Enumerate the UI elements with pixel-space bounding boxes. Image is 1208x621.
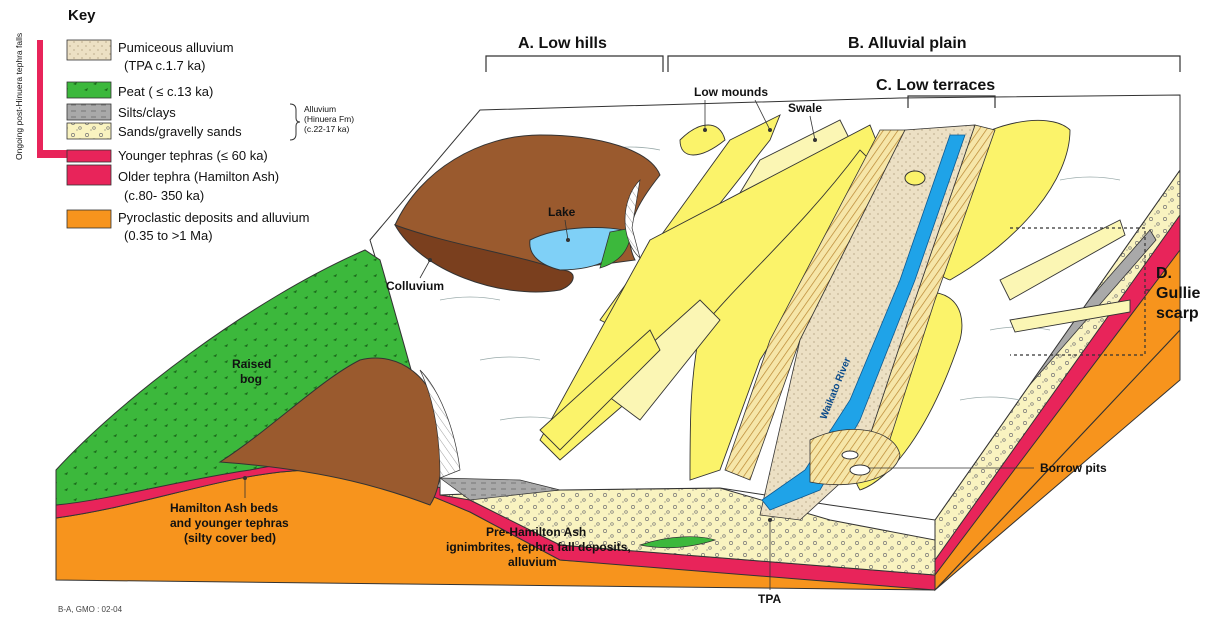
label-hamilton-ash-1: Hamilton Ash beds xyxy=(170,501,279,515)
label-pre-hamilton-3: alluvium xyxy=(508,555,557,569)
key-item-pumiceous-sub: (TPA c.1.7 ka) xyxy=(124,58,205,73)
key-swatch-sands xyxy=(67,123,111,139)
section-low-hills: A. Low hills xyxy=(518,35,607,52)
label-raised-bog-1: Raised xyxy=(232,357,271,371)
key-item-peat: Peat ( ≤ c.13 ka) xyxy=(118,84,213,99)
label-colluvium: Colluvium xyxy=(386,279,444,293)
section-gullies-2: Gullie xyxy=(1156,285,1201,302)
label-tpa: TPA xyxy=(758,592,781,606)
label-borrow-pits: Borrow pits xyxy=(1040,461,1107,475)
key-item-pyroclastic-sub: (0.35 to >1 Ma) xyxy=(124,228,213,243)
section-gullies-1: D. xyxy=(1156,265,1172,282)
borrow-pit xyxy=(850,465,870,475)
label-hamilton-ash-2: and younger tephras xyxy=(170,516,289,530)
key-title: Key xyxy=(68,7,96,24)
label-pre-hamilton-1: Pre-Hamilton Ash xyxy=(486,525,586,539)
key-item-silts: Silts/clays xyxy=(118,105,176,120)
key-alluvium-1: Alluvium xyxy=(304,104,336,114)
key-item-older-tephra-sub: (c.80- 350 ka) xyxy=(124,188,204,203)
key-swatch-silts xyxy=(67,104,111,120)
section-alluvial-plain: B. Alluvial plain xyxy=(848,35,967,52)
key-item-sands: Sands/gravelly sands xyxy=(118,124,242,139)
key-item-older-tephra: Older tephra (Hamilton Ash) xyxy=(118,169,279,184)
key-item-younger-tephra: Younger tephras (≤ 60 ka) xyxy=(118,148,268,163)
key-alluvium-3: (c.22-17 ka) xyxy=(304,124,350,134)
label-hamilton-ash-3: (silty cover bed) xyxy=(184,531,276,545)
label-raised-bog-2: bog xyxy=(240,372,262,386)
key-item-pyroclastic: Pyroclastic deposits and alluvium xyxy=(118,210,309,225)
key-item-pumiceous: Pumiceous alluvium xyxy=(118,40,234,55)
key: Key Ongoing post-Hinuera tephra falls Pu… xyxy=(14,7,354,243)
key-alluvium-2: (Hinuera Fm) xyxy=(304,114,354,124)
section-gullies-3: scarp xyxy=(1156,305,1199,322)
section-low-terraces: C. Low terraces xyxy=(876,77,995,94)
credit: B-A, GMO : 02-04 xyxy=(58,605,123,614)
label-low-mounds: Low mounds xyxy=(694,85,768,99)
borrow-pit xyxy=(842,451,858,459)
key-swatch-peat xyxy=(67,82,111,98)
key-swatch-pumiceous xyxy=(67,40,111,60)
oxbow xyxy=(905,171,925,185)
key-swatch-younger-tephra xyxy=(67,150,111,162)
label-lake: Lake xyxy=(548,205,576,219)
label-swale: Swale xyxy=(788,101,822,115)
key-side-label: Ongoing post-Hinuera tephra falls xyxy=(14,33,24,160)
key-swatch-pyroclastic xyxy=(67,210,111,228)
label-pre-hamilton-2: ignimbrites, tephra fall deposits, xyxy=(446,540,631,554)
key-brace xyxy=(290,104,300,140)
